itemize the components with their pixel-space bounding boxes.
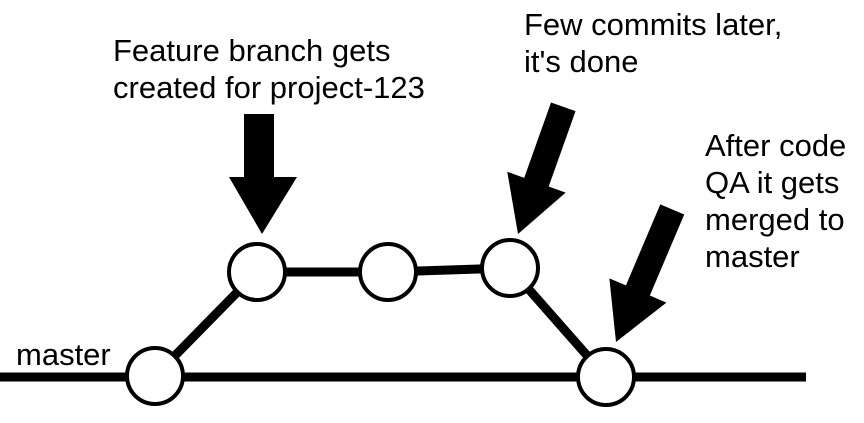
feature-branch-caption: Feature branch gets created for project-… (113, 32, 425, 106)
after-code-qa-caption-line-3: merged to (705, 202, 845, 237)
few-commits-caption-line-2: it's done (524, 44, 639, 79)
few-commits-caption-line-1: Few commits later, (524, 7, 783, 42)
arrow-few-commits (507, 102, 576, 234)
master-merge-point-node (576, 347, 636, 407)
after-code-qa-caption-line-1: After code (705, 128, 847, 163)
arrow-merged (609, 204, 685, 342)
arrow-feature-created (229, 114, 297, 234)
feature-commit-1-node (227, 242, 287, 302)
feature-branch-caption-line-2: created for project-123 (113, 70, 425, 105)
master-branch-point-node (125, 346, 185, 406)
after-code-qa-caption-line-4: master (705, 239, 800, 274)
master-label: master (16, 336, 111, 373)
feature-commit-2-node (358, 242, 418, 302)
master-label-text: master (16, 337, 111, 372)
after-code-qa-caption: After code QA it gets merged to master (705, 127, 846, 275)
feature-commit-3-node (480, 238, 540, 298)
after-code-qa-caption-line-2: QA it gets (705, 165, 840, 200)
feature-branch-caption-line-1: Feature branch gets (113, 33, 391, 68)
few-commits-caption: Few commits later, it's done (524, 6, 782, 80)
